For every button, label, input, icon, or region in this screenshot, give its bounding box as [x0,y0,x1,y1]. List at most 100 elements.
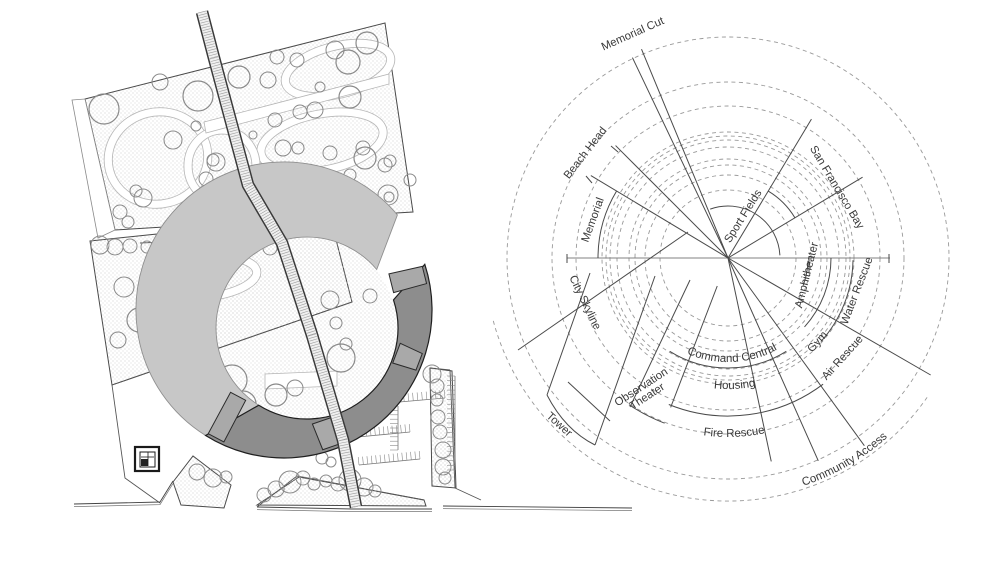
tree-circle [326,343,356,373]
sector-edge-segment [585,175,593,184]
boardwalk-tread-line [339,441,348,444]
sector-boundary-line [670,285,718,408]
sector-arc [668,383,824,417]
boardwalk-tread-line [326,395,335,399]
tree-circle [122,238,138,254]
boardwalk-tread-line [201,23,210,26]
tree-circle [320,290,340,310]
tree-circle [289,52,305,68]
boardwalk-tread-line [284,261,293,265]
boardwalk-tread-line [349,492,358,495]
plot-boundary [449,369,482,501]
boardwalk-tread-line [285,263,294,267]
boardwalk-tread-line [289,275,298,280]
sector-edge-segment [517,231,689,351]
ring-entry-wedge [392,342,423,371]
tree-circle [403,173,417,187]
sector-boundary-line [641,49,729,259]
tree-circle [322,145,338,161]
boardwalk-tread-line [335,425,344,429]
boardwalk-tread-line [288,273,297,277]
boardwalk-tread-line [215,76,224,80]
boardwalk-tread-line [327,400,337,404]
boardwalk-tread-line [243,182,252,185]
tree-circle [269,49,285,65]
boardwalk-tread-line [351,502,360,505]
boardwalk-tread-line [277,241,287,245]
parking-stall-line [404,424,406,433]
boardwalk-tread-line [293,288,302,292]
tree-circle [353,146,377,170]
boardwalk-tread-line [315,360,325,364]
boardwalk-tread-line [329,405,338,409]
boardwalk-tread-line [269,225,277,231]
boardwalk-tread-line [253,198,262,204]
tree-circle [133,188,153,208]
tree-circle [112,204,128,220]
boardwalk-tread-line [336,430,345,434]
boardwalk-tread-line [234,149,244,153]
boardwalk-tread-line [205,40,215,44]
boardwalk-tread-line [221,101,231,105]
boardwalk-tread-line [342,459,352,462]
tree-circle [368,484,382,498]
boardwalk-tread-line [228,126,238,130]
boardwalk-tread-line [318,370,328,374]
tree-circle [325,40,345,60]
boardwalk-tread-line [204,35,213,39]
site-plan-drawing [71,10,633,512]
parking-stall-line [395,425,398,434]
boardwalk-tread-line [238,162,247,165]
plot-boundary [111,384,161,504]
boardwalk-tread-line [343,464,353,467]
boardwalk-tread-line [225,114,234,118]
parking-stall-line [425,391,428,400]
boardwalk-tread-line [350,497,359,500]
boardwalk-tread-line [347,484,357,488]
boardwalk-tread-line [325,393,334,397]
boardwalk-tread-line [321,378,330,382]
boardwalk-tread-line [316,363,326,367]
tree-circle [219,470,233,484]
boardwalk-tread-line [208,53,218,57]
parking-stall-line [410,451,412,460]
boardwalk-tread-line [349,495,359,498]
boardwalk-tread-line [307,333,317,337]
boardwalk-tread-line [307,332,317,337]
boardwalk-tread-line [229,129,238,133]
tree-circle [295,470,311,486]
boardwalk-tread-line [332,418,342,422]
boardwalk-tread-line [233,144,242,148]
tree-circle [314,81,326,93]
parking-stall-line [370,455,373,464]
boardwalk-tread-line [304,322,313,327]
boardwalk-tread-line [229,131,239,135]
boardwalk-tread-line [250,193,259,199]
tree-circle [292,104,308,120]
boardwalk-tread-line [248,189,256,195]
tree-circle [227,65,251,89]
boardwalk-tread-line [303,320,312,324]
boardwalk-tread-line [286,268,296,272]
tree-circle [190,120,202,132]
sector-label-san-francisco-bay: San Francisco Bay [807,144,866,232]
boardwalk-tread-line [337,435,347,439]
shoreline [442,505,633,509]
boardwalk-tread-line [281,251,290,255]
boardwalk-tread-line [302,318,312,322]
tree-circle [286,379,304,397]
boardwalk-tread-line [341,451,350,454]
boardwalk-tread-line [318,368,327,372]
boardwalk-tread-line [322,383,331,387]
boardwalk-tread-line [306,330,316,334]
boardwalk-tread-line [326,398,336,402]
boardwalk-tread-line [211,61,220,65]
boardwalk-tread-line [218,89,227,93]
parking-stall-line [418,451,421,460]
parking-stall-line [391,425,393,434]
tree-circle [434,441,452,459]
tree-circle [291,141,305,155]
boardwalk-tread-line [209,56,219,60]
sector-boundary-line [590,175,729,259]
boardwalk-tread-line [262,213,271,219]
